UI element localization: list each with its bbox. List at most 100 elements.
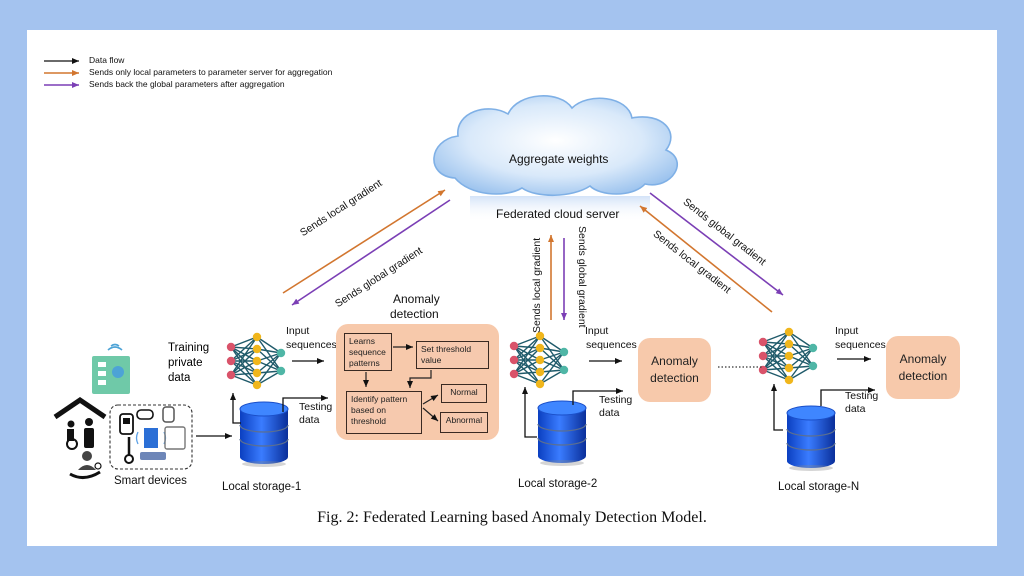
nn-hidden-node [784, 351, 794, 361]
client2-data-flow [522, 358, 762, 438]
anomaly-detection-process-panel: Learns sequence patterns Set threshold v… [336, 324, 499, 440]
database-part [789, 465, 833, 471]
client1-input-label: Input [286, 325, 310, 337]
nn-edge [788, 347, 814, 357]
nn-input-node [226, 356, 236, 366]
cloud-server [433, 95, 678, 222]
smart-bed-icon [140, 452, 166, 460]
training-private-data-label: Training private data [168, 341, 209, 386]
nn-edge [539, 347, 565, 371]
nn-edge [762, 355, 790, 369]
nn-edge [513, 345, 541, 373]
nn-edge [230, 348, 258, 376]
client1-testing-label-2: data [299, 414, 320, 426]
nn-edge [762, 369, 790, 381]
nn-edge [539, 359, 565, 371]
nn-edge [256, 336, 282, 354]
database-icon-2 [537, 400, 587, 466]
nn-edge [539, 351, 565, 373]
abnormal-box: Abnormal [440, 412, 488, 433]
training-line-3: data [168, 372, 191, 384]
nn-edge [788, 355, 814, 367]
nn-edge [762, 331, 790, 371]
nn-edge [788, 365, 814, 381]
legend-label-global-params: Sends back the global parameters after a… [89, 79, 285, 89]
set-threshold-box: Set threshold value [416, 341, 489, 369]
neural-network-1 [226, 332, 286, 390]
database-part [787, 413, 835, 468]
nn-edge [762, 341, 790, 381]
nn-edge [230, 346, 258, 386]
client2-testing-label-2: data [599, 407, 620, 419]
nn-hidden-node [535, 379, 545, 389]
nn-hidden-node [535, 331, 545, 341]
nn-input-node [509, 355, 519, 365]
nn-hidden-node [784, 339, 794, 349]
nn-edge [230, 360, 258, 376]
client2-input-label: Input [585, 325, 609, 337]
nn-edge [513, 345, 541, 361]
neural-network-2 [509, 331, 569, 389]
database-part [239, 438, 289, 447]
nn-hidden-node [252, 332, 262, 342]
right-local-gradient-arrow [639, 205, 773, 313]
database-part [786, 442, 836, 451]
nn-edge [788, 347, 814, 369]
cloud-title: Aggregate weights [509, 152, 609, 166]
nn-edge [762, 341, 790, 345]
nn-edge [230, 360, 258, 374]
legend [44, 58, 79, 88]
nn-edge [539, 369, 565, 385]
database-part [537, 437, 587, 446]
nn-edge [230, 360, 258, 386]
nn-output-node [808, 343, 818, 353]
nn-hidden-node [252, 344, 262, 354]
nn-edge [513, 371, 541, 375]
clientN-testing-label: Testing [845, 390, 879, 402]
mid-local-gradient-label: Sends local gradient [531, 237, 543, 333]
nn-edge [539, 335, 565, 371]
figure-caption: Fig. 2: Federated Learning based Anomaly… [317, 509, 707, 526]
nn-edge [256, 370, 282, 386]
nn-hidden-node [535, 355, 545, 365]
pulse-oximeter-icon [136, 409, 154, 420]
smart-devices-label: Smart devices [114, 475, 187, 487]
smart-watch-icon [162, 406, 175, 423]
nn-edge [762, 355, 790, 381]
nn-edge [762, 331, 790, 343]
database-part [242, 461, 286, 467]
client2-input-label-2: sequences [586, 339, 637, 351]
nn-edge [513, 373, 541, 385]
nn-edge [513, 345, 541, 349]
database-part [538, 408, 586, 463]
nn-input-node [509, 369, 519, 379]
nn-edge [762, 331, 790, 357]
nn-edge [513, 359, 541, 385]
nn-edge [513, 335, 541, 361]
nn-hidden-node [784, 363, 794, 373]
blood-pressure-monitor-icon [164, 426, 186, 450]
database-part [239, 401, 289, 417]
left-global-gradient-arrow [291, 199, 451, 306]
nn-output-node [276, 366, 286, 376]
local-storage-n-label: Local storage-N [778, 481, 860, 493]
process-arrows [363, 344, 439, 422]
clientN-anomaly-detection-box: Anomaly detection [886, 336, 960, 399]
clientN-input-label-2: sequences [835, 339, 886, 351]
nn-edge [256, 352, 282, 386]
training-line-2: private [168, 357, 203, 369]
client1-testing-label: Testing [299, 401, 333, 413]
nn-edge [513, 345, 541, 385]
nn-edge [230, 346, 258, 350]
client2-testing-label: Testing [599, 394, 633, 406]
nn-output-node [808, 361, 818, 371]
clientN-input-label: Input [835, 325, 859, 337]
nn-hidden-node [252, 368, 262, 378]
mid-global-gradient-label: Sends global gradient [576, 226, 588, 328]
database-icon-1 [239, 401, 289, 467]
database-part [240, 409, 288, 464]
database-part [786, 428, 836, 437]
door-sensor-icon [144, 428, 158, 448]
nn-edge [762, 341, 790, 369]
